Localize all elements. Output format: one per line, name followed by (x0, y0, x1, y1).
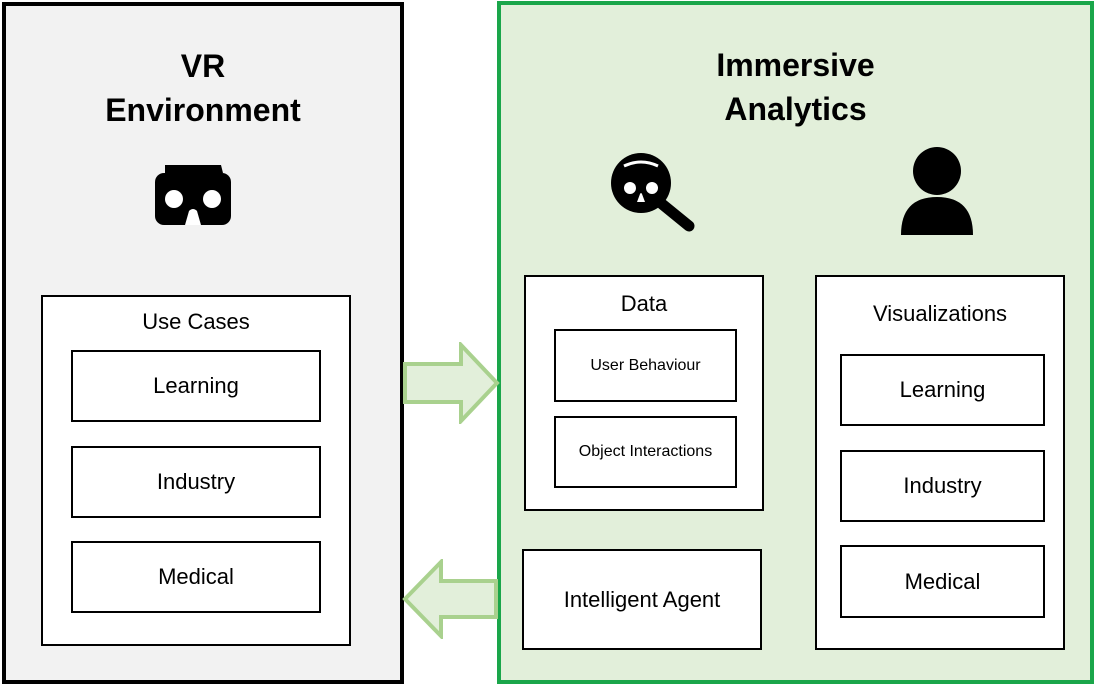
immersive-analytics-title: Immersive Analytics (501, 43, 1090, 131)
vr-title-line1: VR (180, 48, 226, 84)
visualization-medical: Medical (840, 545, 1045, 618)
use-case-industry-label: Industry (156, 469, 236, 494)
vr-environment-title: VR Environment (4, 44, 402, 132)
use-case-medical: Medical (71, 541, 321, 613)
use-case-medical-label: Medical (158, 564, 234, 589)
use-case-learning-label: Learning (153, 373, 239, 398)
data-item-user-behaviour-label: User Behaviour (590, 356, 701, 374)
arrow-right-icon (402, 342, 500, 424)
data-box-title: Data (620, 291, 668, 316)
visualization-medical-label: Medical (904, 568, 981, 594)
vr-title-line2: Environment (105, 92, 301, 128)
data-item-user-behaviour: User Behaviour (554, 329, 737, 402)
visualization-learning-label: Learning (899, 377, 986, 402)
ia-title-line2: Analytics (724, 91, 867, 127)
data-item-object-interactions-label: Object Interactions (578, 443, 713, 460)
use-case-industry: Industry (71, 446, 321, 518)
arrow-left-icon (401, 559, 499, 639)
use-cases-title: Use Cases (142, 309, 250, 334)
visualization-industry-label: Industry (903, 473, 982, 498)
intelligent-agent-box: Intelligent Agent (522, 549, 762, 650)
vr-headset-icon (153, 163, 233, 227)
data-item-object-interactions: Object Interactions (554, 416, 737, 488)
visualizations-title: Visualizations (872, 301, 1008, 326)
visualization-learning: Learning (840, 354, 1045, 426)
user-icon (899, 147, 975, 237)
visualization-industry: Industry (840, 450, 1045, 522)
use-case-learning: Learning (71, 350, 321, 422)
vr-search-icon (610, 152, 698, 232)
ia-title-line1: Immersive (716, 47, 875, 83)
intelligent-agent-label: Intelligent Agent (563, 586, 721, 612)
